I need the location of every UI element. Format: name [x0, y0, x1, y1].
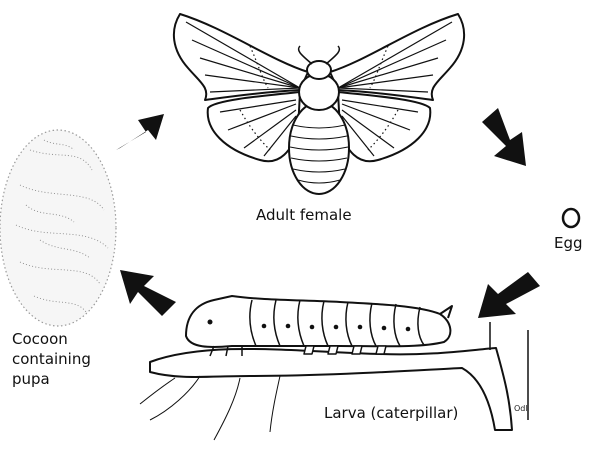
cocoon-label-line3: pupa	[12, 370, 50, 388]
arrow-up-right-icon	[116, 114, 164, 150]
cocoon-label-line2: containing	[12, 350, 91, 368]
larva-label: Larva (caterpillar)	[324, 404, 458, 422]
arrow-down-right-icon	[482, 108, 526, 166]
artist-signature: Odl	[514, 404, 528, 413]
egg-icon	[563, 209, 579, 227]
arrow-down-left-icon	[478, 272, 540, 318]
egg-label: Egg	[554, 234, 583, 252]
cocoon-label-line1: Cocoon	[12, 330, 68, 348]
adult-female-label: Adult female	[256, 206, 352, 224]
moth-icon	[174, 14, 464, 194]
arrow-up-left-icon	[120, 270, 176, 316]
cocoon-icon	[0, 130, 116, 326]
